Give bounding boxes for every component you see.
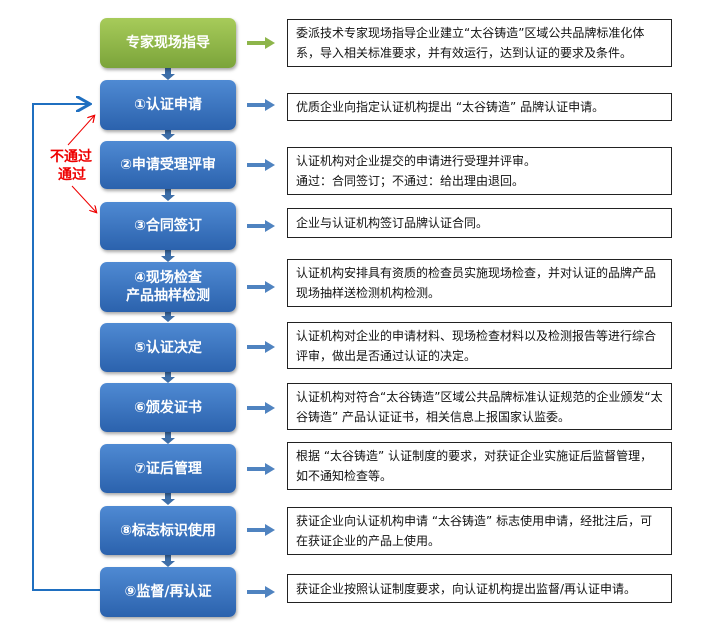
step-certificate: ⑥颁发证书 (100, 383, 236, 432)
pass-label: 通过 (58, 167, 86, 183)
fail-label: 不通过 (50, 149, 92, 165)
step-inspection: ④现场检查产品抽样检测 (100, 262, 236, 312)
step-label: ③合同签订 (134, 218, 202, 234)
step-expert-guidance: 专家现场指导 (100, 18, 236, 68)
step-label: ⑧标志标识使用 (120, 522, 216, 539)
right-arrow-icon (247, 586, 275, 598)
down-arrow-icon (161, 371, 175, 383)
step-recertification: ⑨监督/再认证 (100, 567, 236, 617)
down-arrow-icon (161, 311, 175, 322)
right-arrow-icon (247, 463, 275, 475)
down-arrow-icon (161, 493, 175, 505)
right-arrow-icon (247, 37, 275, 49)
down-arrow-icon (161, 432, 175, 444)
step-label: ①认证申请 (134, 97, 202, 113)
pass-arrow (71, 185, 96, 212)
step-decision: ⑤认证决定 (100, 323, 236, 372)
step-label: ⑨监督/再认证 (124, 584, 212, 600)
desc-expert-guidance: 委派技术专家现场指导企业建立“太谷铸造”区域公共品牌标准化体系，导入相关标准要求… (287, 19, 672, 67)
step-label: ④现场检查 (134, 270, 202, 286)
step-label: 专家现场指导 (126, 35, 210, 51)
desc-inspection: 认证机构安排具有资质的检查员实施现场检查，并对认证的品牌产品现场抽样送检测机构检… (287, 259, 672, 307)
step-application: ①认证申请 (100, 80, 236, 130)
right-arrow-icon (247, 159, 275, 171)
step-mark-usage: ⑧标志标识使用 (100, 506, 236, 555)
desc-recertification: 获证企业按照认证制度要求，向认证机构提出监督/再认证申请。 (287, 574, 672, 603)
desc-post-management: 根据 “太谷铸造” 认证制度的要求，对获证企业实施证后监督管理，如不通知检查等。 (287, 442, 672, 490)
desc-application: 优质企业向指定认证机构提出 “太谷铸造” 品牌认证申请。 (287, 93, 672, 121)
right-arrow-icon (247, 281, 275, 293)
down-arrow-icon (161, 129, 175, 140)
right-arrow-icon (247, 99, 275, 111)
right-arrow-icon (247, 524, 275, 536)
desc-line: 通过：合同签订；不通过：给出理由退回。 (296, 174, 525, 188)
step-post-management: ⑦证后管理 (100, 444, 236, 493)
step-label: ⑦证后管理 (134, 460, 202, 477)
loop-back-arrow (32, 104, 100, 591)
step-label: ⑥颁发证书 (134, 399, 202, 416)
right-arrow-icon (247, 220, 275, 232)
desc-mark-usage: 获证企业向认证机构申请 “太谷铸造” 标志使用申请，经批注后，可在获证企业的产品… (287, 507, 672, 555)
right-arrow-icon (247, 341, 275, 353)
down-arrow-icon (161, 189, 175, 201)
desc-certificate: 认证机构对符合“太谷铸造”区域公共品牌标准认证规范的企业颁发“太谷铸造” 产品认… (287, 383, 672, 430)
desc-line: 认证机构对企业提交的申请进行受理并评审。 (296, 154, 537, 168)
right-arrow-icon (247, 402, 275, 414)
desc-decision: 认证机构对企业的申请材料、现场检查材料以及检测报告等进行综合评审，做出是否通过认… (287, 322, 672, 369)
step-label: ⑤认证决定 (134, 339, 202, 356)
step-label: 产品抽样检测 (126, 288, 210, 304)
step-contract: ③合同签订 (100, 202, 236, 250)
step-review: ②申请受理评审 (100, 141, 236, 189)
desc-review: 认证机构对企业提交的申请进行受理并评审。通过：合同签订；不通过：给出理由退回。 (287, 147, 672, 195)
fail-arrow (67, 116, 94, 146)
desc-contract: 企业与认证机构签订品牌认证合同。 (287, 208, 672, 238)
step-label: ②申请受理评审 (120, 157, 216, 173)
down-arrow-icon (161, 68, 175, 80)
down-arrow-icon (161, 250, 175, 262)
down-arrow-icon (161, 554, 175, 567)
